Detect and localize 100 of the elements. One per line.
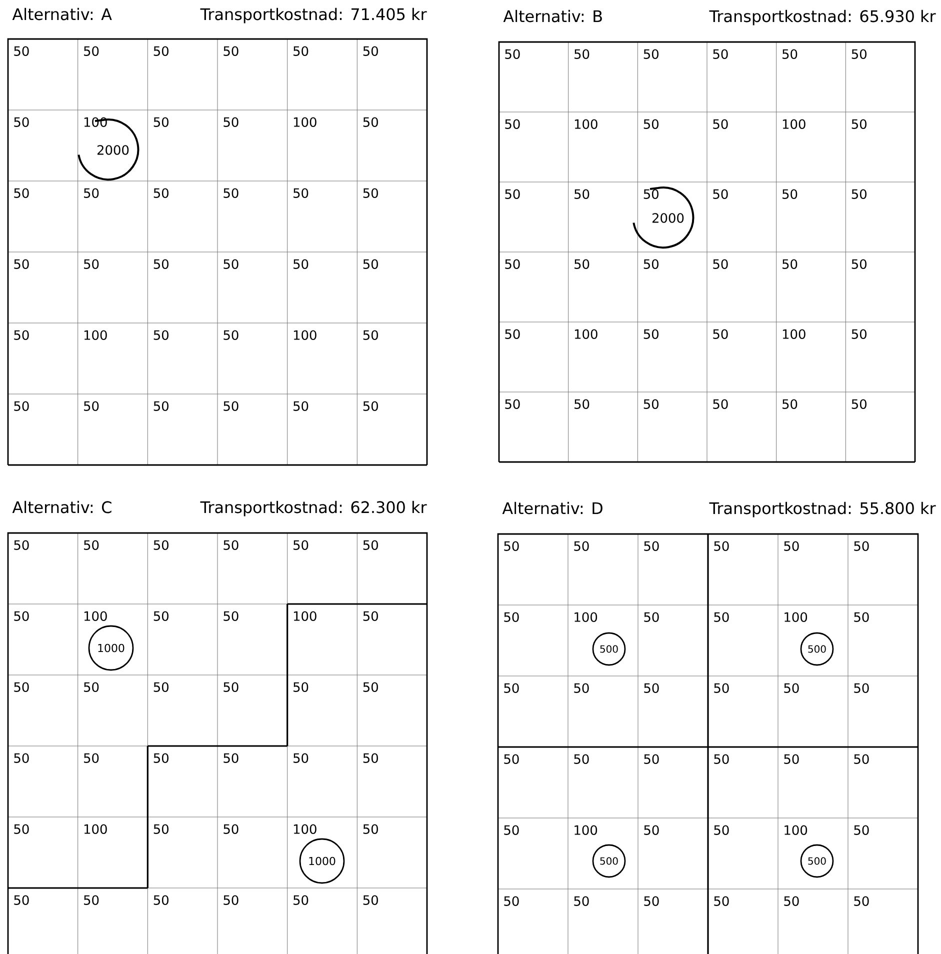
cell-value: 100 [574,612,598,622]
cell-value: 50 [363,682,378,692]
cell-value: 50 [574,259,590,269]
cell-value: 50 [644,399,658,409]
cell-value: 50 [505,259,520,269]
cell-value: 50 [224,895,238,905]
cell-value: 50 [644,754,659,764]
cell-value: 50 [714,754,729,764]
cell-value: 50 [504,683,519,693]
cell-value: 50 [644,329,658,339]
cell-value: 100 [574,119,598,129]
cell-value: 50 [574,896,589,906]
cell-value: 50 [505,399,520,409]
cell-value: 50 [154,540,168,550]
cell-value: 50 [363,611,378,621]
cell-value: 50 [644,683,659,693]
cell-value: 50 [14,895,29,905]
cell-value: 50 [224,117,238,127]
cell-value: 50 [574,49,590,59]
cell-value: 50 [574,541,589,551]
cell-value: 50 [84,401,99,411]
cell-value: 50 [714,541,729,551]
cell-value: 50 [294,188,308,198]
cost-label: Transportkostnad: 71.405 kr [200,8,427,24]
cell-value: 50 [224,682,238,692]
cell-value: 50 [14,824,29,834]
cell-value: 50 [644,612,659,622]
cell-value: 100 [84,824,107,834]
cell-value: 50 [574,399,590,409]
cell-value: 50 [852,329,866,339]
cell-value: 50 [782,189,798,199]
cell-value: 50 [852,399,866,409]
cell-value: 50 [854,683,869,693]
cell-value: 50 [713,49,728,59]
cell-value: 100 [782,119,806,129]
cell-value: 50 [14,682,29,692]
cell-value: 50 [84,682,99,692]
cell-value: 50 [294,753,308,763]
cell-value: 100 [784,612,808,622]
cell-value: 50 [363,259,378,269]
cell-value: 50 [14,401,29,411]
cell-value: 50 [854,754,869,764]
cell-value: 50 [782,399,798,409]
cell-value: 100 [294,330,316,340]
cell-value: 50 [14,117,29,127]
cell-value: 50 [84,46,99,56]
cell-value: 100 [784,825,808,835]
cell-value: 50 [14,611,29,621]
cell-value: 50 [363,117,378,127]
cell-value: 50 [782,259,798,269]
cell-value: 50 [224,540,238,550]
cell-value: 50 [224,824,238,834]
cell-value: 50 [644,896,659,906]
cell-value: 100 [294,117,316,127]
cell-value: 50 [714,896,729,906]
cost-label: Transportkostnad: 62.300 kr [200,500,427,516]
cell-value: 50 [854,896,869,906]
cell-value: 50 [713,189,728,199]
cell-value: 50 [84,753,99,763]
cell-value: 50 [224,753,238,763]
cell-value: 50 [363,824,378,834]
panel-title: Alternativ: B [503,10,602,22]
cell-value: 50 [854,612,869,622]
cell-value: 100 [574,825,598,835]
cell-value: 50 [504,612,519,622]
cell-value: 50 [14,259,29,269]
cell-value: 100 [294,824,316,834]
cell-value: 50 [854,825,869,835]
cell-value: 50 [14,188,29,198]
cost-label: Transportkostnad: 65.930 kr [709,10,936,26]
cell-value: 50 [782,49,798,59]
cell-value: 50 [84,259,99,269]
cell-value: 50 [644,541,659,551]
cell-value: 50 [294,46,308,56]
cell-value: 50 [363,46,378,56]
cell-value: 50 [713,329,728,339]
cell-value: 50 [713,119,728,129]
cell-value: 100 [84,330,107,340]
cell-value: 50 [154,895,168,905]
cell-value: 50 [784,754,799,764]
cell-value: 50 [505,49,520,59]
cell-value: 50 [154,117,168,127]
cell-value: 50 [84,540,99,550]
cell-value: 50 [504,541,519,551]
cell-value: 50 [294,682,308,692]
cell-value: 50 [154,611,168,621]
cell-value: 50 [154,259,168,269]
cell-value: 50 [154,401,168,411]
cell-value: 50 [363,753,378,763]
cell-value: 50 [784,896,799,906]
cell-value: 50 [363,401,378,411]
cell-value: 50 [504,896,519,906]
cell-value: 50 [224,188,238,198]
cell-value: 50 [224,401,238,411]
cell-value: 50 [14,753,29,763]
cell-value: 50 [714,612,729,622]
cell-value: 50 [154,46,168,56]
cell-value: 50 [713,399,728,409]
cell-value: 50 [154,824,168,834]
cell-value: 50 [14,330,29,340]
